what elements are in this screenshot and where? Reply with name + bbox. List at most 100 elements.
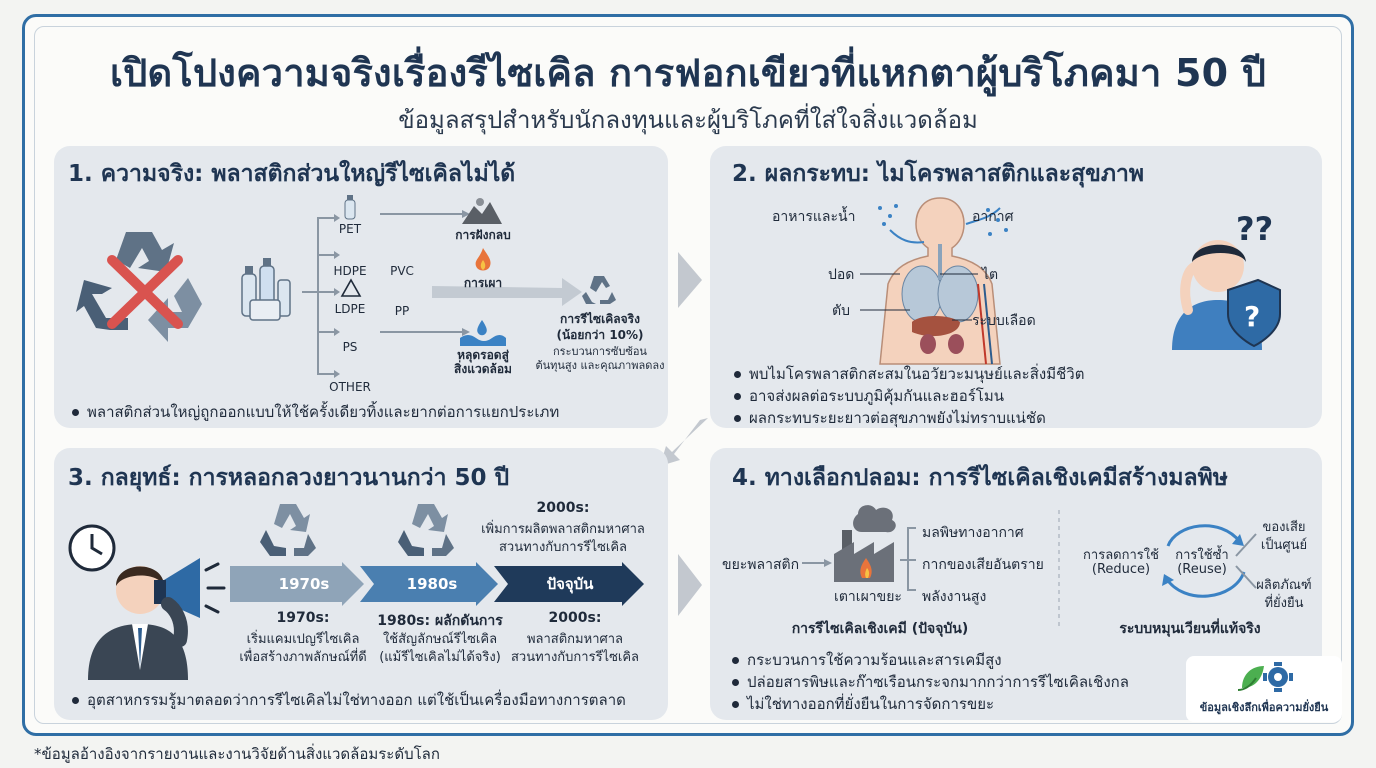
badge-text: ข้อมูลเชิงลึกเพื่อความยั่งยืน	[1199, 701, 1329, 714]
circular-caption: ระบบหมุนเวียนที่แท้จริง	[1119, 621, 1261, 637]
circular-economy-cycle	[1162, 524, 1246, 598]
reuse-line1: การใช้ซ้ำ	[1175, 548, 1229, 563]
panel-reality-heading: 1. ความจริง: พลาสติกส่วนใหญ่รีไซเคิลไม่ไ…	[68, 161, 516, 187]
label-leak-2: สิ่งแวดล้อม	[454, 362, 512, 376]
top-note-title: 2000s:	[536, 500, 590, 516]
arrow-right-top	[678, 252, 702, 308]
panel3-bullet: อุตสาหกรรมรู้มาตลอดว่าการรีไซเคิลไม่ใช่ท…	[72, 688, 626, 712]
label-burn: การเผา	[463, 276, 503, 290]
note-1980s-line1: ใช้สัญลักษณ์รีไซเคิล	[382, 632, 498, 647]
arrow-to-factory	[802, 559, 832, 567]
panel2-bullet-1: พบไมโครพลาสติกสะสมในอวัยวะมนุษย์และสิ่งม…	[734, 362, 1084, 386]
sustainable-line1: ผลิตภัณฑ์	[1256, 578, 1312, 593]
label-pet: PET	[338, 222, 362, 236]
label-hdpe: HDPE	[333, 264, 367, 278]
top-note-line1: เพิ่มการผลิตพลาสติกมหาศาล	[481, 522, 645, 537]
footnote: *ข้อมูลอ้างอิงจากรายงานและงานวิจัยด้านสิ…	[34, 745, 440, 763]
recycle-icon-small	[582, 276, 616, 304]
plastic-bottles-icon	[241, 258, 291, 321]
svg-text:?: ?	[1244, 300, 1260, 333]
panel-false-solution-heading: 4. ทางเลือกปลอม: การรีไซเคิลเชิงเคมีสร้า…	[732, 465, 1228, 491]
panel-impact: 2. ผลกระทบ: ไมโครพลาสติกและสุขภาพ อาหารแ…	[710, 146, 1322, 428]
note-2000s-line2: สวนทางกับการรีไซเคิล	[510, 650, 640, 665]
panel4-bullet-2: ปล่อยสารพิษและก๊าซเรือนกระจกมากกว่าการรี…	[732, 670, 1129, 694]
sustainability-badge: ข้อมูลเชิงลึกเพื่อความยั่งยืน	[1186, 656, 1342, 722]
businessman-megaphone-icon	[68, 524, 226, 680]
arrow-diagonal	[660, 418, 708, 466]
label-blood: ระบบเลือด	[972, 313, 1036, 329]
reduce-line2: (Reduce)	[1091, 562, 1151, 577]
human-body-icon	[878, 197, 1008, 365]
note-2000s-line1: พลาสติกมหาศาล	[526, 632, 624, 647]
sustainable-line2: ที่ยั่งยืน	[1264, 596, 1304, 611]
panel1-bullet: พลาสติกส่วนใหญ่ถูกออกแบบให้ใช้ครั้งเดียว…	[72, 400, 559, 424]
panel-strategy-heading: 3. กลยุทธ์: การหลอกลวงยาวนานกว่า 50 ปี	[68, 465, 510, 491]
zero-waste-line1: ของเสีย	[1262, 520, 1306, 535]
landfill-icon	[462, 198, 502, 224]
leaf-gear-icon	[1237, 662, 1293, 692]
timeline-arrows	[230, 562, 644, 606]
panel-false-solution: 4. ทางเลือกปลอม: การรีไซเคิลเชิงเคมีสร้า…	[710, 448, 1322, 720]
label-ldpe: LDPE	[334, 302, 366, 316]
zero-waste-line2: เป็นศูนย์	[1260, 538, 1308, 553]
label-recycled-1: การรีไซเคิลจริง	[560, 312, 640, 326]
water-leak-icon	[460, 320, 506, 346]
incinerator-factory-icon	[834, 505, 896, 582]
cycle-branch-arrows	[1235, 533, 1257, 589]
fire-icon	[475, 248, 491, 271]
label-leak-1: หลุดรอดสู่	[457, 348, 509, 362]
reuse-line2: (Reuse)	[1177, 562, 1227, 577]
sorting-arrows	[302, 214, 340, 378]
page-title: เปิดโปงความจริงเรื่องรีไซเคิล การฟอกเขีย…	[109, 51, 1267, 95]
panel4-divider	[1058, 510, 1060, 630]
note-1980s-line2: (แม้รีไซเคิลไม่ได้จริง)	[379, 650, 501, 665]
note-1970s-line2: เพื่อสร้างภาพลักษณ์ที่ดี	[239, 650, 367, 665]
panel2-bullet-2: อาจส่งผลต่อระบบภูมิคุ้มกันและฮอร์โมน	[734, 384, 1004, 408]
flow-arrows	[380, 210, 582, 336]
chem-recycling-caption: การรีไซเคิลเชิงเคมี (ปัจจุบัน)	[791, 621, 969, 637]
worried-person-icon: ?? ?	[1172, 210, 1281, 350]
reduce-line1: การลดการใช้	[1083, 548, 1159, 563]
label-liver: ตับ	[832, 303, 850, 319]
label-recycled-2: (น้อยกว่า 10%)	[556, 328, 644, 342]
panel4-bullet-1: กระบวนการใช้ความร้อนและสารเคมีสูง	[732, 648, 1002, 672]
label-pp: PP	[394, 304, 410, 318]
organ-pointer-lines	[860, 273, 978, 321]
arrow-right-bottom	[678, 554, 702, 616]
note-1970s-line1: เริ่มแคมเปญรีไซเคิล	[246, 632, 360, 647]
bottle-pet-icon	[338, 194, 362, 223]
note-2000s-title: 2000s:	[548, 610, 602, 626]
note-1970s-title: 1970s:	[276, 610, 330, 626]
timeline-present: ปัจจุบัน	[546, 575, 594, 593]
label-kidney: ไต	[982, 267, 999, 283]
panel-reality: 1. ความจริง: พลาสติกส่วนใหญ่รีไซเคิลไม่ไ…	[54, 146, 668, 428]
label-recycled-3: กระบวนการซับซ้อน	[553, 345, 647, 358]
output-air-pollution: มลพิษทางอากาศ	[922, 525, 1024, 541]
svg-text:??: ??	[1236, 210, 1273, 248]
label-incinerator: เตาเผาขยะ	[834, 589, 902, 605]
label-other: OTHER	[329, 380, 371, 394]
inner-frame	[34, 26, 1342, 724]
recycle-icon-1980s	[398, 504, 454, 556]
label-pvc: PVC	[390, 264, 414, 278]
label-landfill: การฝังกลบ	[455, 228, 511, 242]
page-subtitle: ข้อมูลสรุปสำหรับนักลงทุนและผู้บริโภคที่ใ…	[398, 106, 978, 134]
output-high-energy: พลังงานสูง	[922, 589, 987, 605]
panel4-bullet-3: ไม่ใช่ทางออกที่ยั่งยืนในการจัดการขยะ	[732, 692, 994, 716]
label-plastic-waste: ขยะพลาสติก	[722, 557, 800, 573]
timeline-1980s: 1980s	[406, 575, 458, 593]
output-hazardous-waste: กากของเสียอันตราย	[922, 557, 1044, 573]
label-lung: ปอด	[828, 267, 855, 283]
timeline-1970s: 1970s	[278, 575, 330, 593]
factory-output-arrows	[900, 527, 916, 591]
panel2-bullet-3: ผลกระทบระยะยาวต่อสุขภาพยังไม่ทราบแน่ชัด	[734, 406, 1046, 430]
label-recycled-4: ต้นทุนสูง และคุณภาพลดลง	[535, 359, 665, 372]
note-1980s-title: 1980s: ผลักดันการ	[377, 613, 503, 629]
label-air: อากาศ	[972, 209, 1014, 225]
panel-strategy: 3. กลยุทธ์: การหลอกลวงยาวนานกว่า 50 ปี 2…	[54, 448, 668, 720]
recycle-small-icon	[340, 278, 362, 297]
label-ps: PS	[342, 340, 358, 354]
label-food-water: อาหารและน้ำ	[772, 209, 856, 225]
recycle-icon-1970s	[260, 504, 316, 556]
top-note-line2: สวนทางกับการรีไซเคิล	[498, 540, 628, 555]
